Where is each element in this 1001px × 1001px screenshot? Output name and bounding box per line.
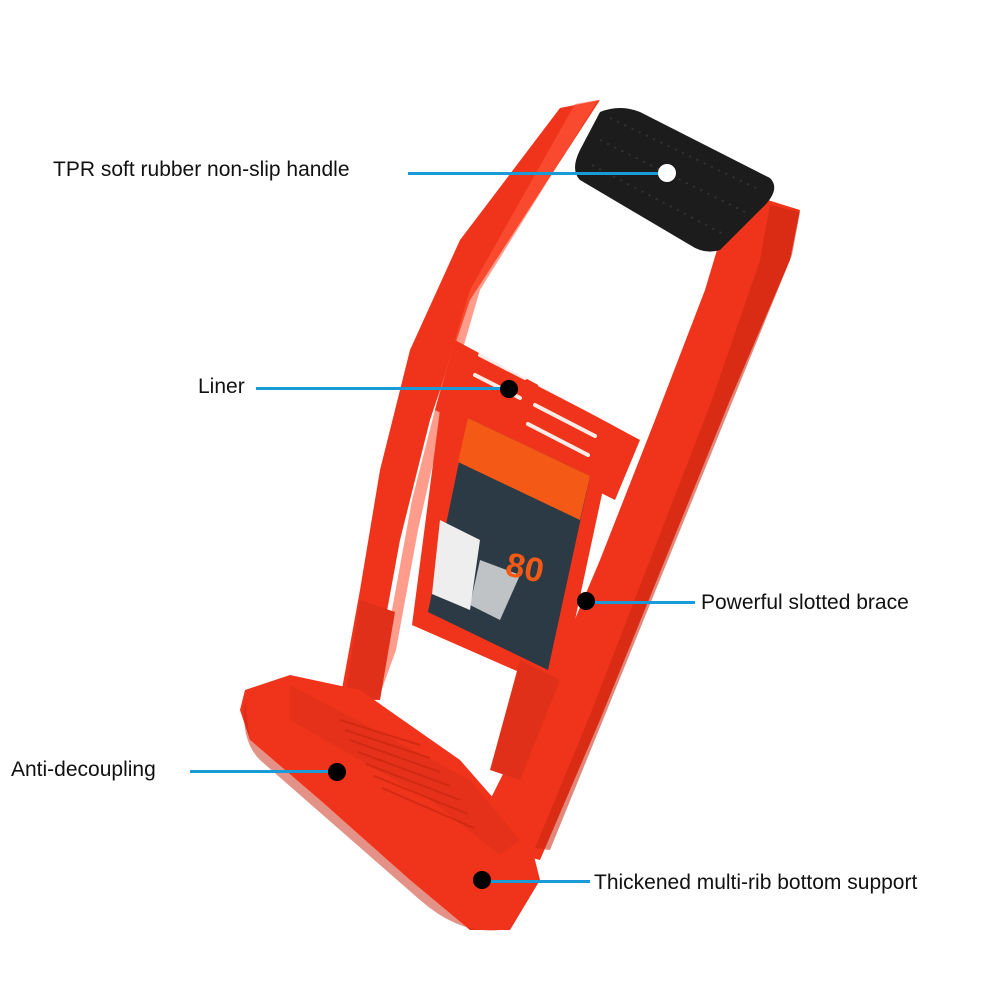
callout-label-bottom-support: Thickened multi-rib bottom support <box>594 871 918 894</box>
callout-marker-anti-decoupling <box>328 763 346 781</box>
right-rail <box>480 190 800 860</box>
callout-label-anti-decoupling: Anti-decoupling <box>11 758 156 781</box>
callout-leader-anti-decoupling <box>190 770 336 773</box>
callout-marker-bottom-support <box>473 871 491 889</box>
base-foot <box>240 675 540 930</box>
callout-label-liner: Liner <box>198 375 245 398</box>
callout-label-handle: TPR soft rubber non-slip handle <box>53 158 350 181</box>
capacity-number: 80 <box>502 546 547 591</box>
callout-leader-liner <box>256 387 504 390</box>
callout-leader-brace <box>592 601 695 604</box>
callout-leader-handle <box>408 172 668 175</box>
callout-marker-brace <box>577 592 595 610</box>
callout-leader-bottom-support <box>490 880 590 883</box>
callout-marker-handle <box>658 164 676 182</box>
callout-label-brace: Powerful slotted brace <box>701 591 909 614</box>
rubber-handle <box>575 108 775 252</box>
callout-marker-liner <box>500 380 518 398</box>
